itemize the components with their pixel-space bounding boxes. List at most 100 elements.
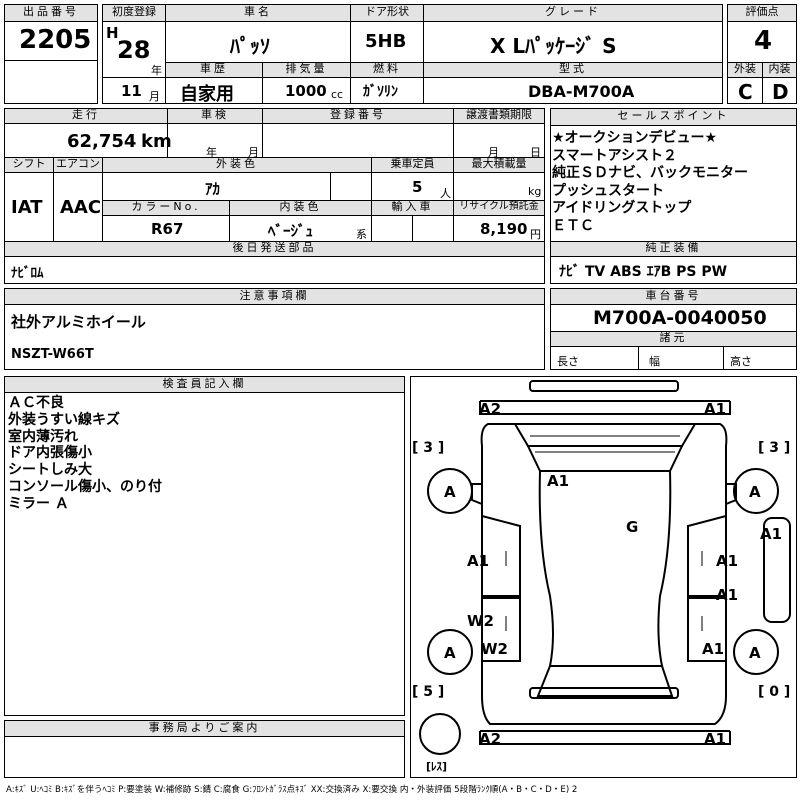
door-rear-left	[482, 597, 521, 662]
rear-bumper-bar	[529, 687, 679, 699]
wheel-rear-left	[427, 629, 473, 675]
fuel-header: 燃料	[350, 62, 424, 78]
grade-cell: X Lﾊﾟｯｹｰｼﾞ S	[423, 21, 723, 63]
damage-mark: A1	[704, 400, 727, 418]
front-panel	[479, 400, 731, 415]
car-name: ﾊﾟｯｿ	[230, 34, 270, 58]
load-cell: kg	[453, 172, 545, 201]
import-divider	[412, 215, 454, 242]
import-header: 輸入車	[371, 200, 454, 216]
transfer-cell: 月 日	[453, 123, 545, 159]
door-front-left	[481, 515, 521, 597]
inspection-cell: 年 月	[167, 123, 263, 159]
legend: A:ｷｽﾞ U:ﾍｺﾐ B:ｷｽﾞを伴うﾍｺﾐ P:要塗装 W:補修跡 S:錆 …	[6, 785, 578, 795]
recycle: 8,190	[480, 220, 528, 238]
spec-length-label: 長さ	[557, 355, 579, 368]
reg-month: 11	[121, 82, 142, 100]
tread-front-right: [ 3 ]	[758, 440, 791, 456]
chassis-number: M700A-0040050	[593, 307, 767, 329]
inspector-item: 外装うすい線キズ	[8, 411, 120, 428]
exterior-header: 外装	[727, 62, 763, 78]
recycle-cell: 8,190 円	[453, 215, 545, 242]
inspector-header: 検査員記入欄	[4, 376, 405, 393]
first-reg-header: 初度登録	[102, 4, 166, 22]
side-panel-right	[763, 517, 791, 623]
sales-point-item: プッシュスタート	[552, 182, 664, 199]
chassis-cell: M700A-0040050	[550, 304, 797, 332]
door-cell: 5HB	[350, 21, 424, 63]
inspection-month-unit: 月	[248, 146, 259, 159]
history-header: 車歴	[165, 62, 263, 78]
model-header: 型式	[423, 62, 723, 78]
inspector-list: ＡＣ不良 外装うすい線キズ 室内薄汚れ ドア内張傷小 シートしみ大 コンソール傷…	[8, 395, 162, 513]
equipment: ﾅﾋﾞ TV ABS ｴｱB PS PW	[559, 264, 728, 280]
windshield-grille	[530, 435, 680, 453]
inspector-item: ＡＣ不良	[8, 395, 64, 411]
colorno-header: カラーNo.	[102, 200, 230, 216]
intcolor-header: 内装色	[229, 200, 372, 216]
sales-points-list: ★オークションデビュー★ スマートアシスト２ 純正ＳＤナビ、バックモニター プッ…	[552, 130, 748, 235]
spec-header: 諸元	[550, 331, 797, 347]
inspector-item: コンソール傷小、のり付	[8, 478, 162, 495]
history-cell: 自家用	[165, 77, 263, 105]
door-type: 5HB	[365, 31, 407, 52]
exterior-cell: C	[727, 77, 763, 104]
chassis-header: 車台番号	[550, 288, 797, 305]
colorno: R67	[151, 220, 184, 238]
equipment-cell: ﾅﾋﾞ TV ABS ｴｱB PS PW	[550, 256, 797, 284]
era: H	[106, 24, 119, 42]
body-outline	[480, 423, 728, 725]
history: 自家用	[180, 84, 234, 105]
inspector-item: ミラー Ａ	[8, 495, 69, 512]
ac-header: エアコン	[53, 157, 103, 173]
reg-month-cell: 11 月	[102, 77, 166, 104]
ac: AAC	[60, 197, 102, 218]
mirror-right	[725, 483, 737, 506]
sales-point-item: 純正ＳＤナビ、バックモニター	[552, 165, 748, 181]
interior-cell: D	[762, 77, 797, 104]
interior-header: 内装	[762, 62, 797, 78]
damage-mark: G	[626, 518, 639, 536]
damage-mark: W2	[467, 612, 494, 630]
score-header: 評価点	[727, 4, 797, 22]
reg-year: 28	[117, 36, 151, 64]
color-header: 外装色	[102, 157, 372, 173]
displacement: 1000	[285, 82, 327, 100]
notes-header: 注意事項欄	[4, 288, 545, 305]
roof	[538, 470, 672, 667]
spare-tire-label: [ﾚｽ]	[426, 760, 448, 773]
month-unit: 月	[149, 90, 160, 103]
intcolor-unit: 系	[356, 228, 367, 241]
damage-mark: A	[749, 644, 761, 662]
mileage: 62,754	[67, 131, 137, 152]
ac-cell: AAC	[53, 172, 103, 242]
door-front-right	[687, 515, 727, 597]
spec-height-label: 高さ	[730, 355, 752, 368]
transfer-month-unit: 月	[488, 146, 499, 159]
grade: X Lﾊﾟｯｹｰｼﾞ S	[490, 34, 617, 58]
model-cell: DBA-M700A	[423, 77, 723, 104]
inspector-box	[4, 392, 405, 716]
door-rear-right	[687, 597, 726, 662]
windshield	[526, 445, 684, 472]
rear-window	[536, 665, 674, 697]
inspection-year-unit: 年	[206, 146, 217, 159]
lot-number: 2205	[19, 25, 92, 55]
damage-mark: A	[749, 483, 761, 501]
mileage-header: 走行	[4, 108, 168, 124]
transfer-header: 譲渡書類期限	[453, 108, 545, 124]
year-unit: 年	[151, 64, 162, 77]
lot-number-header: 出品番号	[4, 4, 98, 22]
sales-point-item: ★オークションデビュー★	[552, 130, 718, 146]
spec-width-label: 幅	[649, 355, 660, 368]
hood	[513, 423, 697, 447]
mileage-cell: 62,754 km	[4, 123, 172, 158]
damage-mark: W2	[481, 640, 508, 658]
regno-cell	[262, 123, 454, 158]
intcolor-cell: ﾍﾞｰｼﾞｭ 系	[229, 215, 372, 242]
damage-mark: A1	[704, 730, 727, 748]
shift-header: シフト	[4, 157, 54, 173]
wheel-front-right	[733, 468, 779, 514]
load-unit: kg	[528, 185, 542, 198]
equipment-header: 純正装備	[550, 241, 797, 257]
